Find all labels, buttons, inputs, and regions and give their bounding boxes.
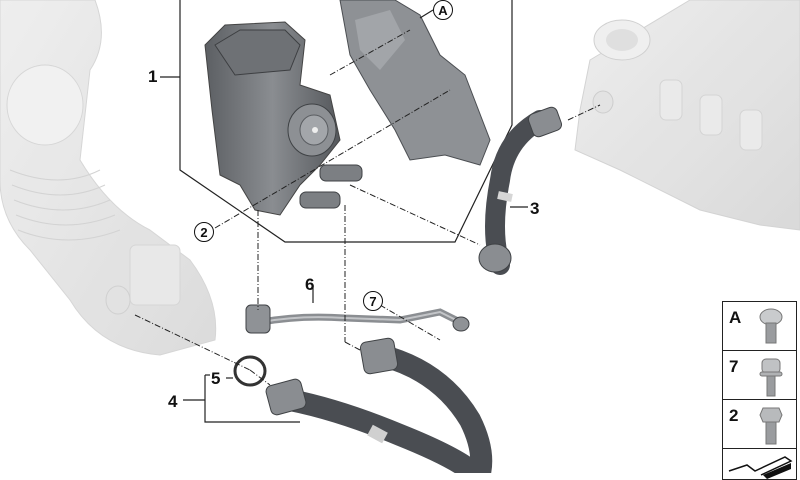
legend-item-2[interactable]: 2 — [723, 400, 796, 449]
legend-item-7[interactable]: 7 — [723, 351, 796, 400]
callout-6[interactable]: 6 — [305, 275, 315, 294]
fuel-hose-4 — [265, 337, 493, 480]
legend-label: 2 — [729, 406, 739, 425]
leader-lines — [134, 29, 601, 386]
o-ring-5 — [233, 355, 267, 387]
legend-item-A[interactable]: A — [723, 302, 796, 351]
callout-7[interactable]: 7 — [363, 291, 383, 311]
legend-label: 7 — [729, 357, 739, 376]
socket-head-bolt-icon — [759, 358, 783, 397]
legend-item-symbol[interactable] — [723, 449, 796, 479]
callout-1[interactable]: 1 — [148, 67, 158, 86]
callout-5[interactable]: 5 — [211, 369, 221, 388]
pan-head-screw-icon — [759, 308, 783, 344]
legend-label: A — [729, 308, 742, 327]
air-intake-duct — [0, 0, 217, 356]
fuel-filter-housing — [204, 21, 363, 216]
cylinder-head-cover — [574, 0, 800, 231]
callout-2[interactable]: 2 — [194, 222, 214, 242]
callout-4[interactable]: 4 — [168, 392, 178, 411]
partial-symbol-icon — [728, 456, 793, 479]
hex-bolt-icon — [759, 407, 783, 445]
mounting-bracket — [339, 0, 491, 166]
fuel-pipe-6 — [245, 304, 470, 334]
callout-3[interactable]: 3 — [530, 199, 540, 218]
vent-hose-3 — [478, 106, 563, 275]
fastener-legend: A 7 2 — [722, 301, 797, 480]
callout-A[interactable]: A — [433, 0, 453, 20]
kit-outline — [179, 0, 513, 243]
